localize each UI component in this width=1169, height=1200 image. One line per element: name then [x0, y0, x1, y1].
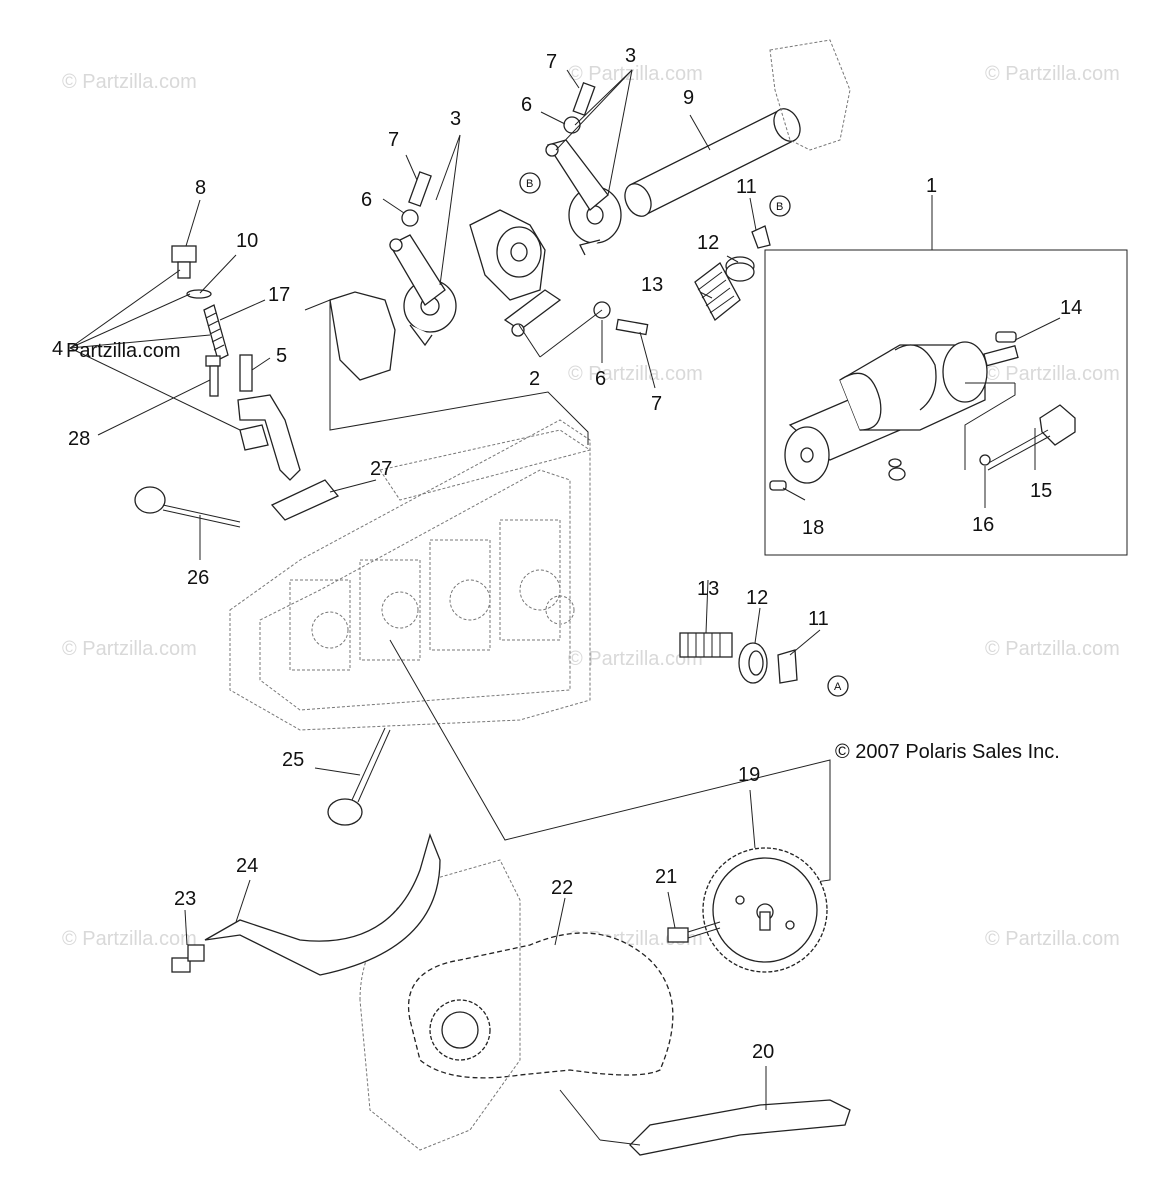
callout-8: 8 — [195, 177, 206, 199]
decomp-shaft — [984, 404, 1076, 471]
valve-keeper-lower — [777, 649, 798, 684]
callout-12: 12 — [697, 232, 719, 254]
callout-27: 27 — [370, 458, 392, 480]
callout-6: 6 — [361, 189, 372, 211]
callout-15: 15 — [1030, 480, 1052, 502]
bolt-8 — [171, 245, 197, 279]
camshaft — [784, 341, 1019, 484]
watermark: © Partzilla.com — [62, 928, 197, 950]
callout-10: 10 — [236, 230, 258, 252]
spring-17 — [203, 304, 229, 361]
watermark: © Partzilla.com — [985, 928, 1120, 950]
callout-11: 11 — [736, 176, 757, 198]
callout-28: 28 — [68, 428, 90, 450]
washer-10 — [186, 289, 212, 299]
watermark: © Partzilla.com — [985, 638, 1120, 660]
intake-valve-25 — [327, 727, 391, 826]
valve-keeper-upper — [751, 225, 771, 249]
callout-3: 3 — [450, 108, 461, 130]
chain-guide-24 — [204, 832, 441, 976]
callout-13: 13 — [697, 578, 719, 600]
cylinder-head — [229, 419, 592, 731]
rocker-arm-center — [469, 209, 562, 337]
pin — [769, 480, 787, 491]
marker-b-icon: B — [769, 195, 791, 217]
callout-26: 26 — [187, 567, 209, 589]
exhaust-valve-26 — [134, 486, 241, 528]
cam-sprocket-19 — [702, 847, 828, 973]
rocker-arm-right — [545, 139, 622, 256]
pivot-bolt-23 — [171, 944, 205, 973]
svg-text:B: B — [776, 201, 783, 213]
callout-12: 12 — [746, 587, 768, 609]
callout-4: 4 — [52, 338, 63, 360]
crank-sprocket — [429, 999, 491, 1061]
watermark: © Partzilla.com — [568, 363, 703, 385]
camshaft-box — [764, 195, 1128, 556]
marker-b-icon: B — [519, 172, 541, 194]
svg-text:A: A — [834, 681, 842, 693]
linkage-outline — [304, 299, 589, 445]
callout-7: 7 — [546, 51, 557, 73]
callout-22: 22 — [551, 877, 573, 899]
callout-18: 18 — [802, 517, 824, 539]
rocker-arm-left — [329, 234, 457, 381]
watermark: © Partzilla.com — [568, 63, 703, 85]
marker-a-icon: A — [827, 675, 849, 697]
watermark: © Partzilla.com — [62, 71, 197, 93]
bolt-28 — [205, 355, 221, 397]
callouts: 1 2 3 3 4 Partzilla.com 5 6 6 6 7 7 7 8 … — [52, 45, 1082, 1063]
callout-24: 24 — [236, 855, 258, 877]
callout-14: 14 — [1060, 297, 1082, 319]
callout-1: 1 — [926, 175, 937, 197]
callout-3: 3 — [625, 45, 636, 67]
valve-spring-upper — [694, 262, 741, 321]
spring-retainer-lower — [738, 642, 768, 684]
rocker-shaft — [624, 39, 851, 217]
svg-text:B: B — [526, 178, 533, 190]
callout-9: 9 — [683, 87, 694, 109]
callout-7: 7 — [388, 129, 399, 151]
callout-25: 25 — [282, 749, 304, 771]
callout-20: 20 — [752, 1041, 774, 1063]
watermark: © Partzilla.com — [62, 638, 197, 660]
bolt-21 — [667, 921, 721, 943]
tensioner-body — [237, 394, 301, 481]
callout-5: 5 — [276, 345, 287, 367]
callout-19: 19 — [738, 764, 760, 786]
callout-2: 2 — [529, 368, 540, 390]
callout-13: 13 — [641, 274, 663, 296]
watermark: © Partzilla.com — [568, 648, 703, 670]
adjuster-screw — [408, 82, 649, 336]
plunger-5 — [239, 354, 253, 392]
spring-retainer-upper — [725, 256, 755, 282]
callout-6: 6 — [521, 94, 532, 116]
callout-6: 6 — [595, 368, 606, 390]
callout-11: 11 — [808, 608, 829, 630]
pin-14 — [995, 331, 1017, 343]
clip — [979, 454, 991, 466]
callout-21: 21 — [655, 866, 677, 888]
tensioner-blade-20 — [629, 1099, 851, 1156]
callout-23: 23 — [174, 888, 196, 910]
watermark-overlay: Partzilla.com — [66, 340, 180, 362]
copyright-notice: © 2007 Polaris Sales Inc. — [835, 741, 1060, 763]
callout-7: 7 — [651, 393, 662, 415]
callout-17: 17 — [268, 284, 290, 306]
leader-lines — [69, 69, 1061, 1146]
gasket-27 — [270, 479, 340, 521]
valve-spring-lower — [679, 632, 733, 658]
callout-16: 16 — [972, 514, 994, 536]
watermark: © Partzilla.com — [985, 363, 1120, 385]
watermark: © Partzilla.com — [985, 63, 1120, 85]
